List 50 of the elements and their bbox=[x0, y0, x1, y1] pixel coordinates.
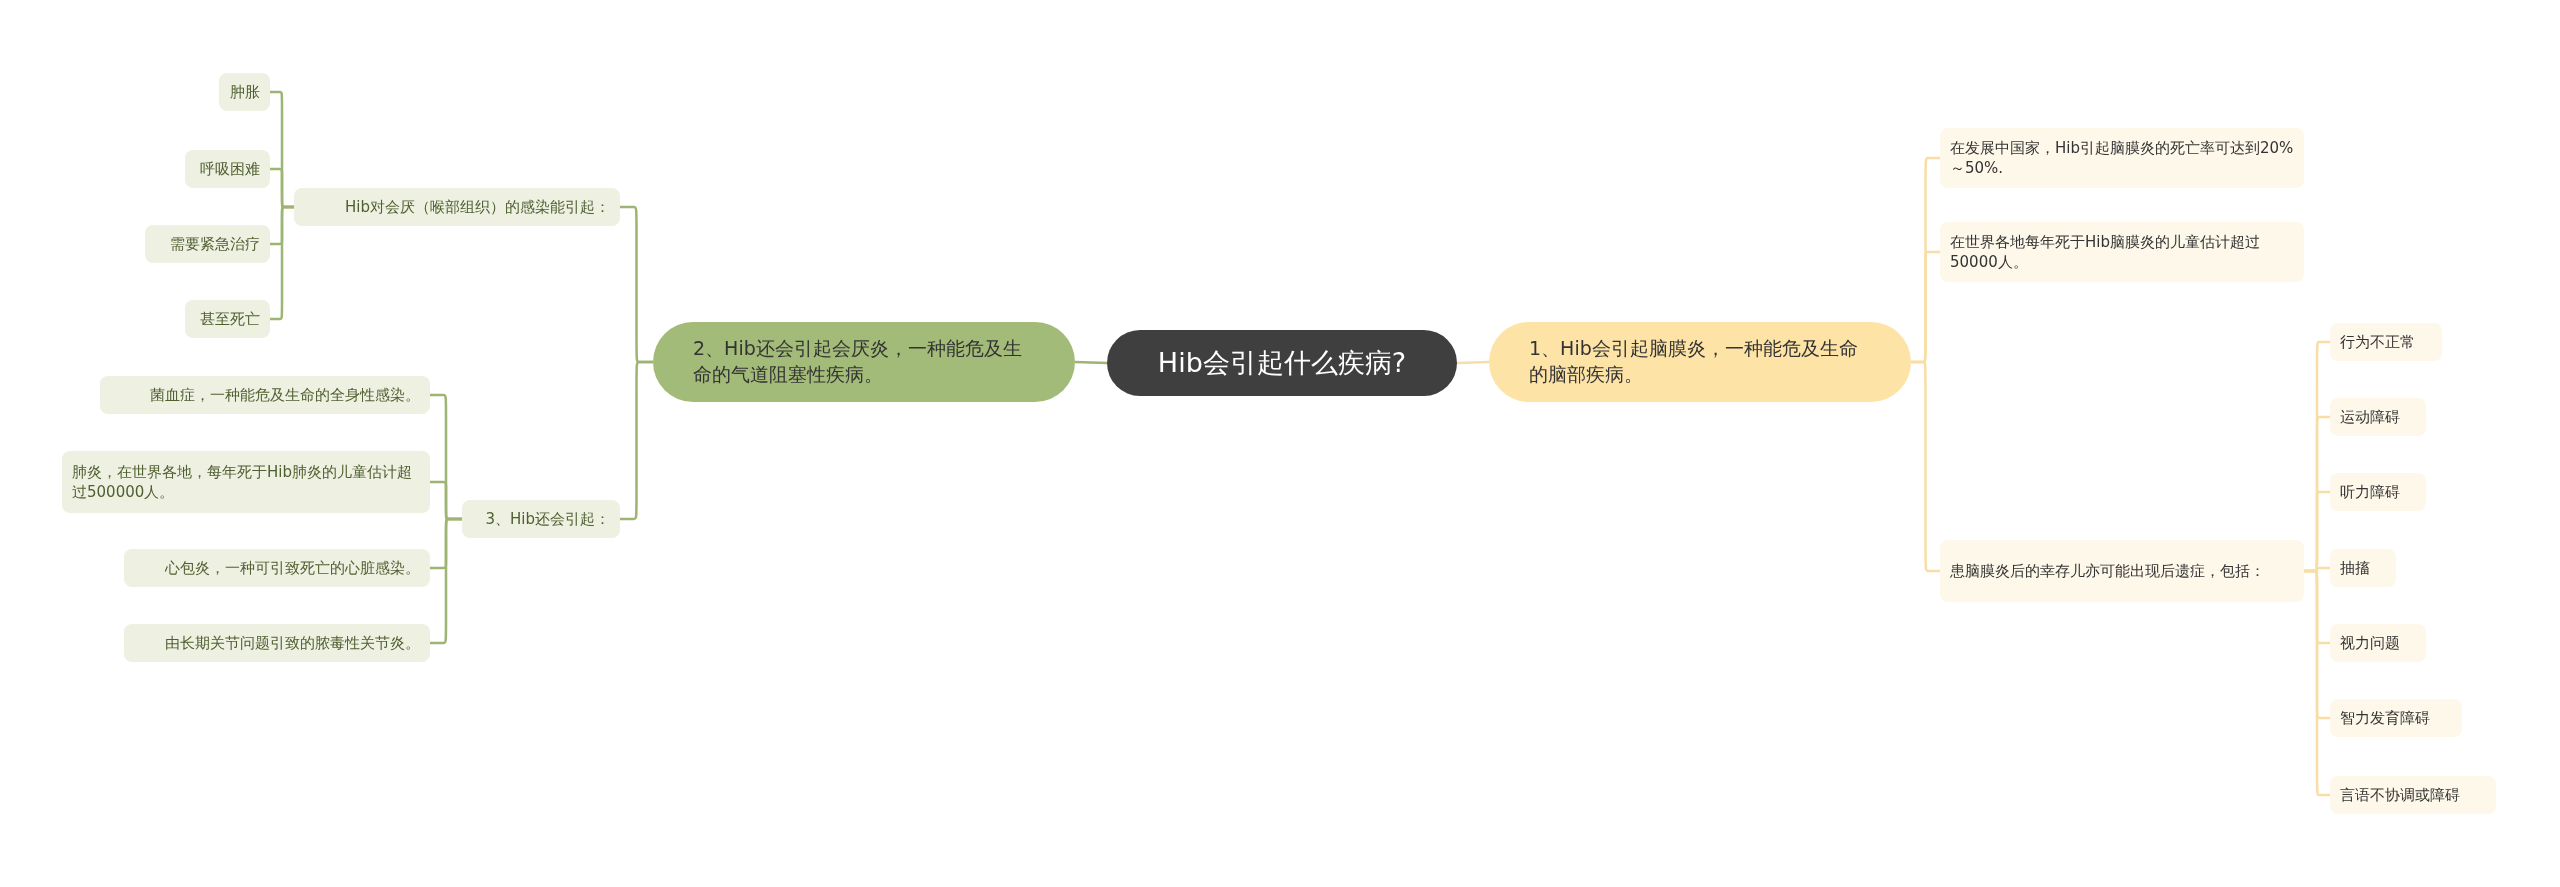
topic-text: 在发展中国家，Hib引起脑膜炎的死亡率可达到20%～50%. bbox=[1950, 137, 2294, 179]
subtopic-box bbox=[2330, 699, 2462, 737]
subtopic-box bbox=[1940, 128, 2304, 188]
subtopic-box bbox=[2330, 776, 2496, 814]
topic-text: 2、Hib还会引起会厌炎，一种能危及生命的气道阻塞性疾病。 bbox=[693, 336, 1023, 387]
subtopic-box bbox=[2330, 624, 2426, 662]
topic-text: 运动障碍 bbox=[2340, 406, 2400, 428]
subtopic-box bbox=[1940, 222, 2304, 282]
connector-line bbox=[270, 205, 294, 321]
topic-text: 3、Hib还会引起： bbox=[485, 508, 610, 530]
subtopic-box bbox=[2330, 473, 2426, 511]
subtopic-box bbox=[1940, 540, 2304, 602]
connector-line bbox=[1911, 360, 1940, 573]
subtopic-box bbox=[185, 150, 270, 188]
topic-text: 行为不正常 bbox=[2340, 331, 2415, 353]
topic-text: Hib会引起什么疾病? bbox=[1157, 345, 1407, 380]
topic-text: 在世界各地每年死于Hib脑膜炎的儿童估计超过50000人。 bbox=[1950, 231, 2261, 273]
subtopic-box bbox=[185, 300, 270, 338]
subtopic-box bbox=[124, 549, 430, 587]
subtopic-box bbox=[219, 73, 270, 111]
topic-text: 肺炎，在世界各地，每年死于Hib肺炎的儿童估计超过500000人。 bbox=[72, 461, 413, 503]
subtopic-box bbox=[62, 451, 430, 513]
topic-text: 智力发育障碍 bbox=[2340, 707, 2430, 729]
subtopic-box bbox=[462, 500, 620, 538]
subtopic-box bbox=[124, 624, 430, 662]
connector-line bbox=[1074, 360, 1108, 365]
topic-text: 视力问题 bbox=[2340, 632, 2400, 654]
subtopic-box bbox=[2330, 323, 2442, 361]
connector-line bbox=[1456, 360, 1490, 365]
subtopic-box bbox=[2330, 398, 2426, 436]
topic-text: 需要紧急治疗 bbox=[170, 233, 260, 255]
topic-text: 呼吸困难 bbox=[200, 158, 260, 180]
subtopic-box bbox=[145, 225, 270, 263]
subtopic-box bbox=[2330, 549, 2396, 587]
topic-text: 心包炎，一种可引致死亡的心脏感染。 bbox=[165, 557, 420, 579]
topic-text: 菌血症，一种能危及生命的全身性感染。 bbox=[150, 384, 420, 406]
topic-text: 听力障碍 bbox=[2340, 481, 2400, 503]
connector-line bbox=[2304, 569, 2330, 797]
subtopic-box bbox=[294, 188, 620, 226]
topic-text: 甚至死亡 bbox=[200, 308, 260, 330]
topic-text: 患脑膜炎后的幸存儿亦可能出现后遗症，包括： bbox=[1950, 560, 2265, 582]
connector-line bbox=[430, 517, 462, 645]
connector-line bbox=[620, 360, 653, 521]
topic-text: Hib对会厌（喉部组织）的感染能引起： bbox=[345, 196, 610, 218]
topic-text: 肿胀 bbox=[230, 81, 260, 103]
topic-text: 1、Hib会引起脑膜炎，一种能危及生命的脑部疾病。 bbox=[1529, 336, 1859, 387]
topic-text: 由长期关节问题引致的脓毒性关节炎。 bbox=[165, 632, 420, 654]
topic-text: 言语不协调或障碍 bbox=[2340, 784, 2460, 806]
subtopic-box bbox=[100, 376, 430, 414]
topic-text: 抽搐 bbox=[2340, 557, 2370, 579]
